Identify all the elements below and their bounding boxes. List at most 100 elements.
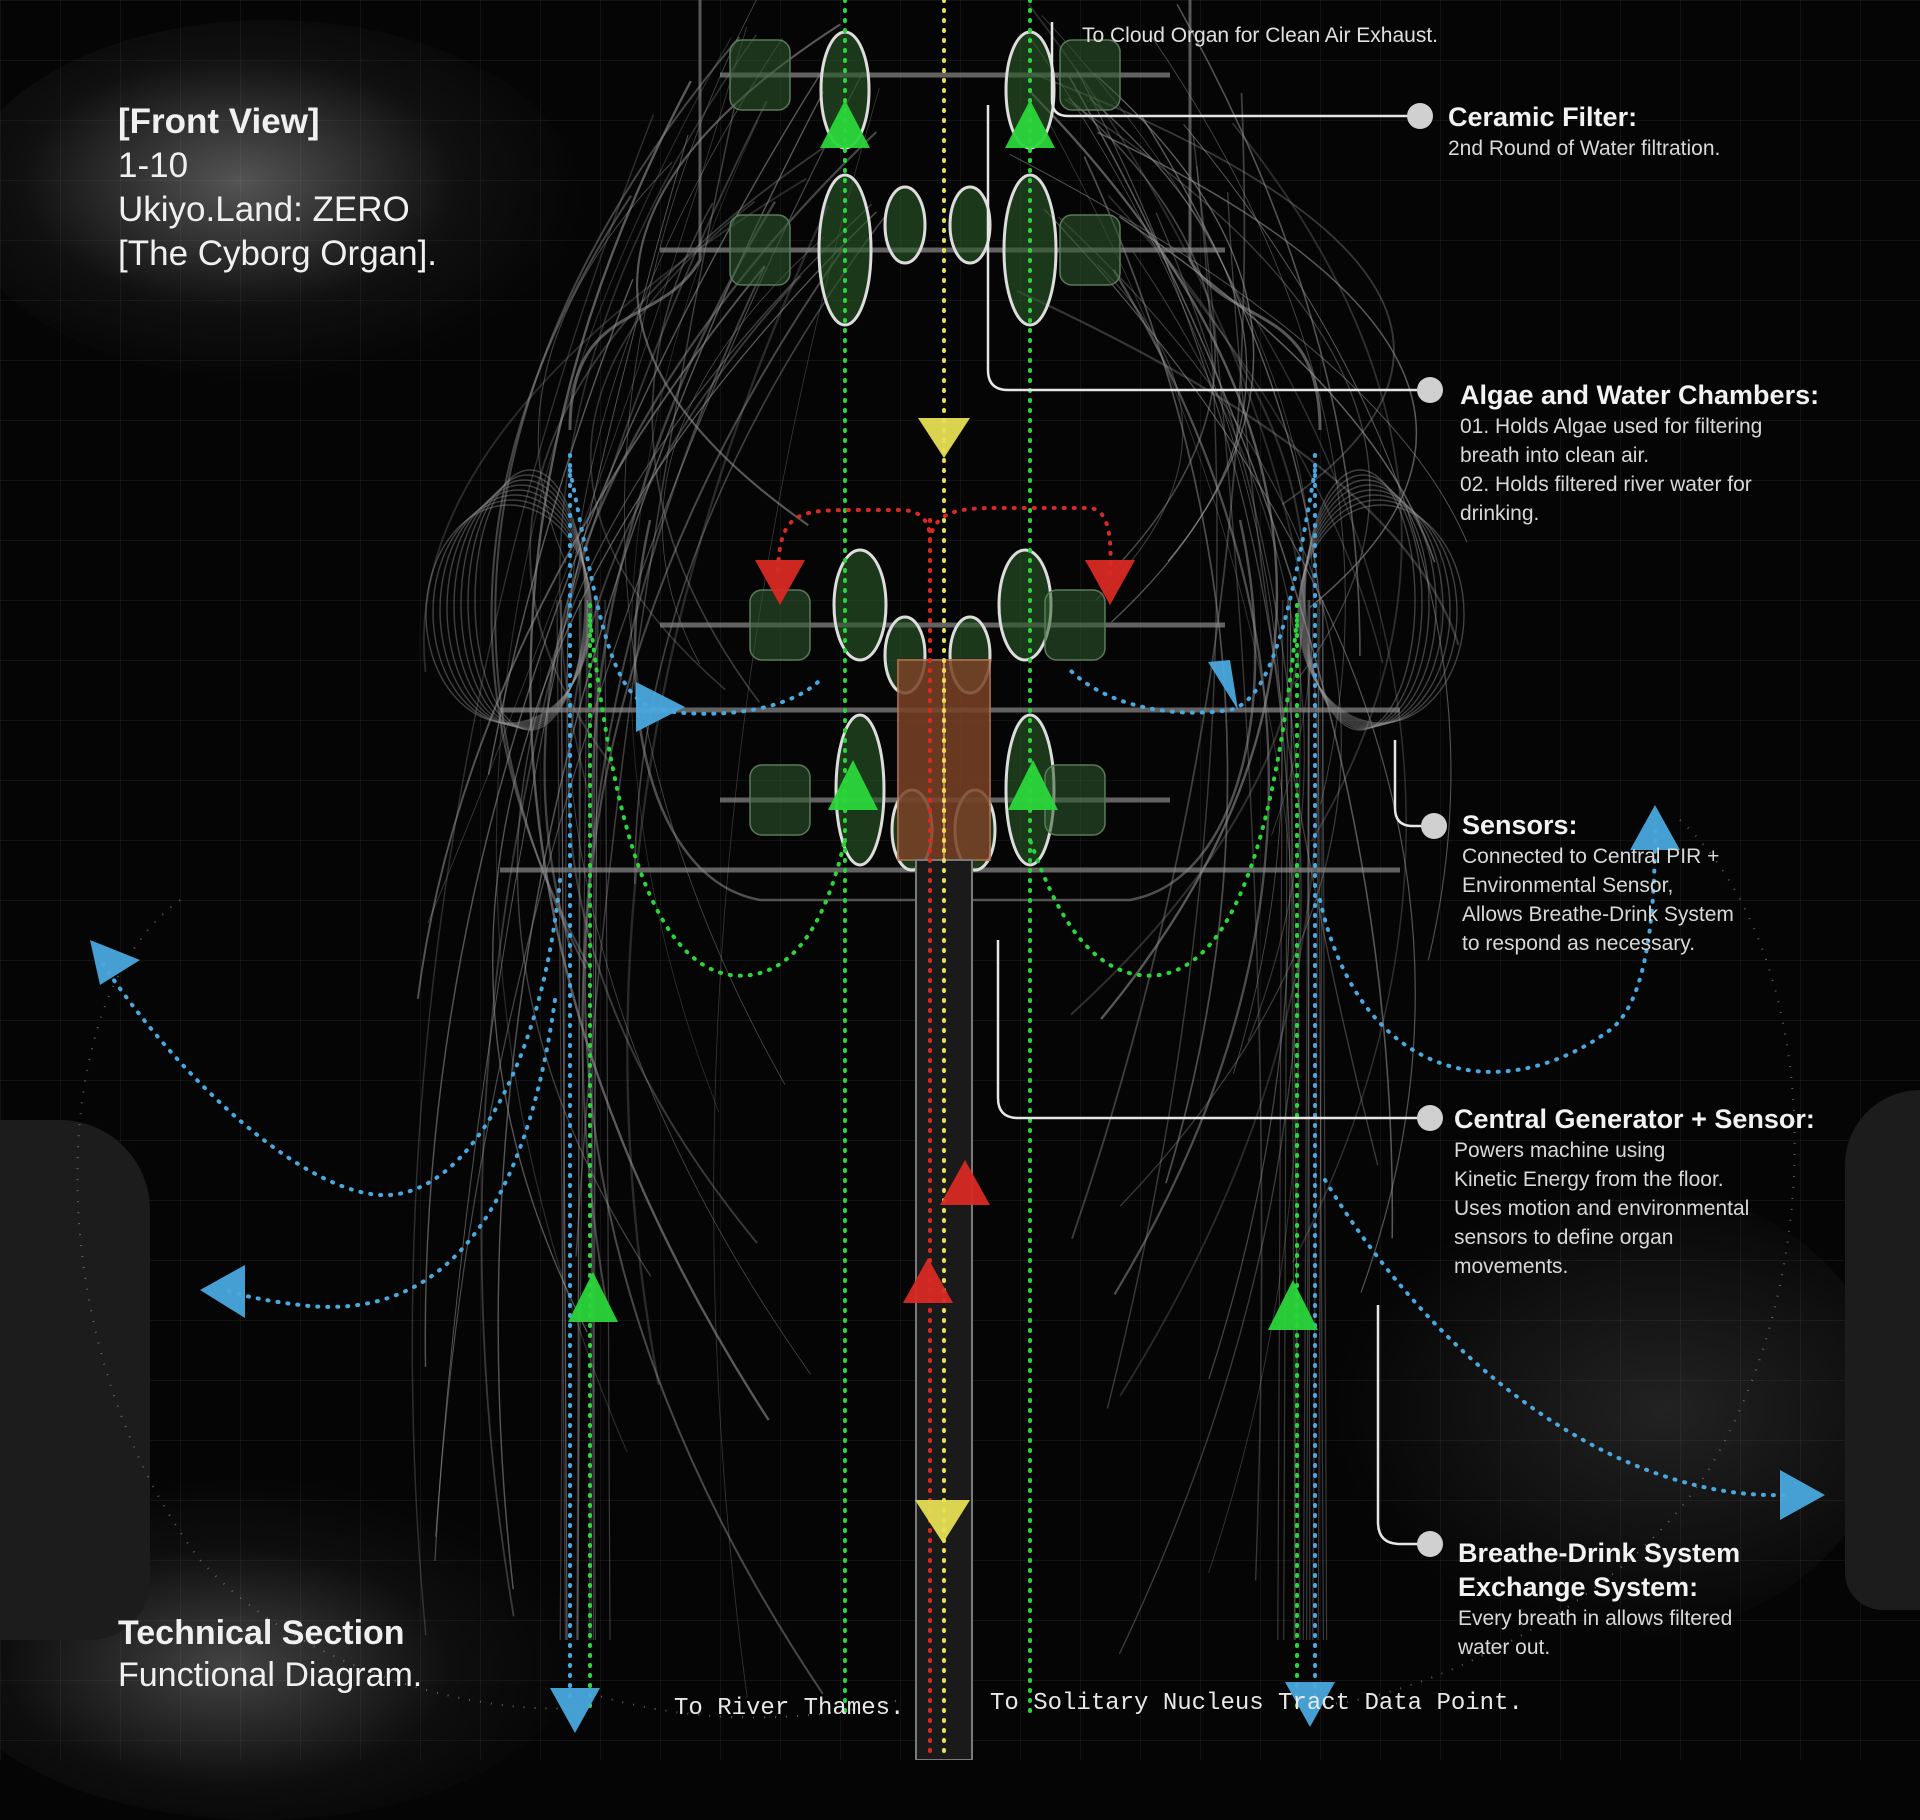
cable-strand <box>591 200 777 838</box>
cable-strand <box>581 266 766 1307</box>
vertical-cable <box>1305 599 1311 1641</box>
shoulder-lobe <box>1303 474 1423 730</box>
marker-exchange <box>1417 1531 1443 1557</box>
vertical-cable <box>590 599 599 1641</box>
algae-module <box>1044 589 1106 661</box>
cable-strand <box>1096 263 1184 600</box>
exchange-body-2: water out. <box>1458 1636 1551 1659</box>
cable-strand <box>1227 192 1379 1166</box>
air-flow-right-loop-b <box>1323 1178 1787 1498</box>
water-arrow-low-right <box>1268 1280 1318 1330</box>
label-nucleus-tract: To Solitary Nucleus Tract Data Point. <box>990 1690 1523 1717</box>
air-arrow-right-up <box>1630 805 1680 850</box>
algae-module <box>729 214 791 286</box>
air-flow-right-loop-a <box>1318 828 1657 1074</box>
sensors-body-1: Connected to Central PIR + <box>1462 845 1720 868</box>
cable-strand <box>633 217 885 884</box>
algae-module <box>1044 764 1106 836</box>
cable-strand <box>495 37 732 1453</box>
algae-body-1: 01. Holds Algae used for filtering <box>1460 415 1763 438</box>
cable-strand <box>624 0 786 1085</box>
algae-module <box>749 764 811 836</box>
label-river-thames: To River Thames. <box>674 1695 905 1722</box>
vertical-cable <box>1283 599 1289 1641</box>
label-sensors: Sensors: Connected to Central PIR + Envi… <box>1462 808 1734 958</box>
power-arrow-up-2 <box>903 1258 953 1303</box>
water-arrow-top-right <box>1005 100 1055 148</box>
algae-body-2: breath into clean air. <box>1460 444 1650 467</box>
generator-body-3: Uses motion and environmental <box>1454 1197 1750 1220</box>
air-arrow-left-mid <box>200 1265 245 1318</box>
shoulder-lobe <box>446 489 590 727</box>
vertical-cable <box>1277 599 1284 1641</box>
footer-block: Technical Section Functional Diagram. <box>118 1612 422 1696</box>
vertical-cable <box>560 599 568 1641</box>
leader-exchange <box>1376 1305 1428 1546</box>
power-arrow-right <box>1085 560 1135 605</box>
cable-strand <box>1241 296 1407 1263</box>
leader-cloud-exhaust <box>1050 22 1418 118</box>
exchange-head-2: Exchange System: <box>1458 1572 1699 1602</box>
shoulder-lobe <box>1300 489 1444 727</box>
title-subject: [The Cyborg Organ]. <box>118 234 438 273</box>
cable-strand <box>626 205 830 1385</box>
vertical-cable <box>1302 599 1310 1641</box>
cable-strand <box>424 71 823 1367</box>
cable-strand <box>1027 3 1319 1397</box>
shoulder-lobe <box>1298 499 1458 725</box>
chamber-pod <box>883 185 927 265</box>
generator-head: Central Generator + Sensor: <box>1454 1104 1815 1134</box>
cable-strand <box>1196 165 1263 1581</box>
shoulder-lobe <box>1299 494 1451 726</box>
organ-structure <box>411 0 1468 1699</box>
ceramic-body: 2nd Round of Water filtration. <box>1448 137 1721 160</box>
air-flow-right-upper <box>1068 468 1317 715</box>
vertical-cable <box>1307 599 1311 1641</box>
sensors-body-3: Allows Breathe-Drink System <box>1462 903 1734 926</box>
cable-strand <box>1070 235 1306 1016</box>
shoulder-lobe <box>425 504 593 724</box>
vertical-cable <box>592 599 598 1641</box>
cable-strand <box>1106 135 1218 1409</box>
cable-strand <box>1112 269 1270 1295</box>
cable-strand <box>435 134 689 1537</box>
cable-strand <box>411 114 655 1636</box>
shoulder-lobe <box>1301 484 1437 728</box>
cable-strand <box>490 195 632 971</box>
generator-body-4: sensors to define organ <box>1454 1226 1674 1249</box>
cable-strand <box>1118 212 1302 1655</box>
data-arrow-top <box>918 418 970 458</box>
cable-strand <box>537 161 673 564</box>
vertical-cable <box>604 599 611 1641</box>
title-view: [Front View] <box>118 102 320 141</box>
air-arrow-left-inner <box>636 682 685 732</box>
algae-module <box>1059 214 1121 286</box>
exchange-body-1: Every breath in allows filtered <box>1458 1607 1733 1630</box>
right-figure-silhouette <box>1845 1090 1920 1610</box>
cable-strand <box>494 36 741 969</box>
cable-strand <box>1049 124 1300 1574</box>
power-arrow-up-1 <box>940 1160 990 1205</box>
cable-strand <box>662 236 825 665</box>
leader-sensors <box>1393 740 1432 828</box>
chamber-pod <box>948 185 992 265</box>
footer-diagram-type: Functional Diagram. <box>118 1656 423 1694</box>
leader-generator <box>996 940 1428 1120</box>
algae-module <box>1059 39 1121 111</box>
cable-strand <box>1140 114 1321 605</box>
cable-strand <box>487 278 634 775</box>
vertical-cable <box>576 599 582 1641</box>
power-arrow-left <box>755 560 805 605</box>
air-arrow-far-left <box>90 940 140 985</box>
air-arrow-far-right <box>1780 1470 1825 1520</box>
title-project: Ukiyo.Land: ZERO <box>118 190 410 229</box>
leader-algae <box>986 105 1428 392</box>
footer-section: Technical Section <box>118 1614 405 1652</box>
marker-sensors <box>1421 813 1447 839</box>
cable-strand <box>1043 208 1416 1293</box>
chamber-pod <box>832 548 888 662</box>
cable-strand <box>651 202 760 703</box>
cable-strand <box>529 80 770 1421</box>
shoulder-lobe <box>1302 479 1430 729</box>
cable-strand <box>1089 97 1248 623</box>
